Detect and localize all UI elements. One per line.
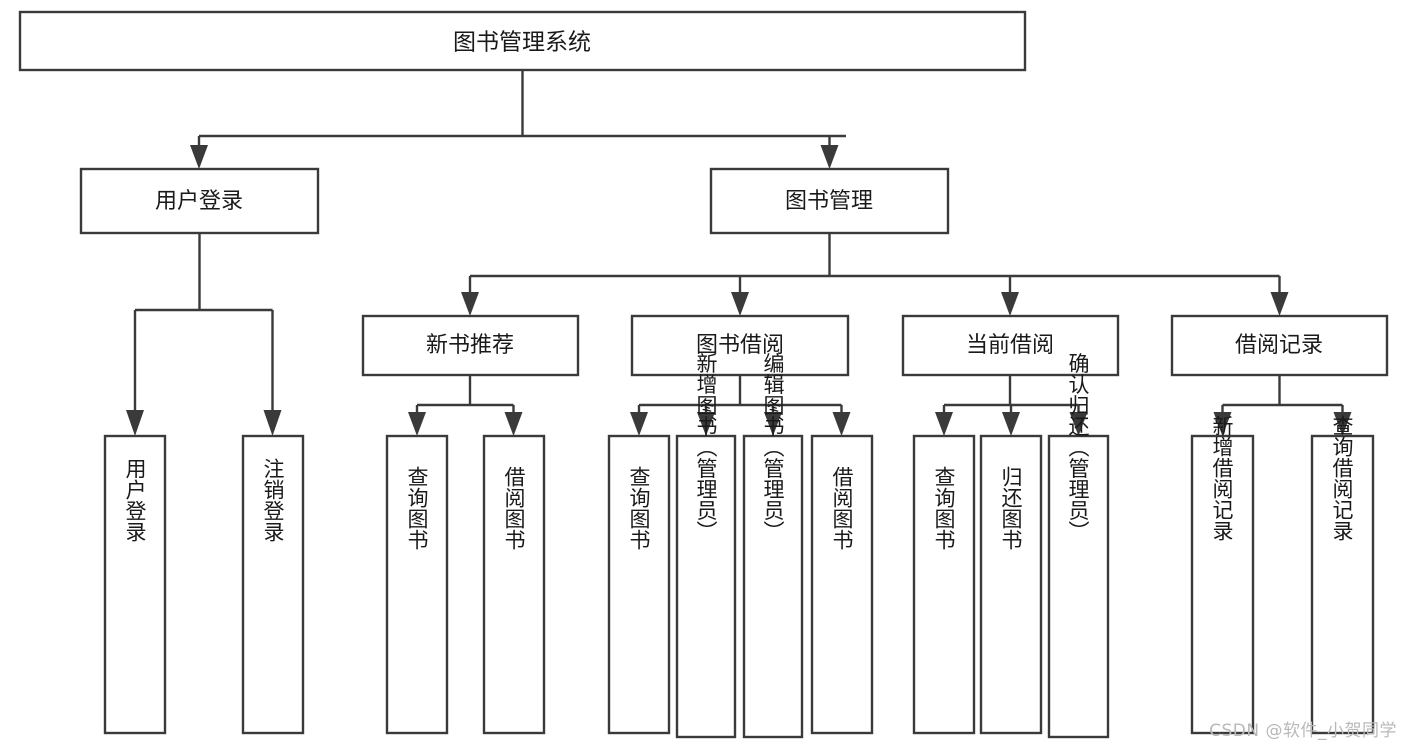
node-borrow-record[interactable]: 借阅记录 — [1170, 314, 1389, 377]
node-user-login[interactable]: 用户登录 — [79, 167, 320, 235]
leaf-user-login-box[interactable] — [103, 434, 167, 735]
arrow-head-leaf-query-record — [1333, 412, 1352, 436]
leaf-query-record-box[interactable] — [1310, 434, 1375, 735]
leaf-borrow-book-2[interactable]: 借阅图书 — [810, 434, 874, 735]
leaf-borrow-book-2-label: 借阅图书 — [830, 466, 854, 550]
leaf-add-book[interactable]: 新增图书（管理员） — [675, 353, 737, 739]
node-user-login-label: 用户登录 — [155, 189, 243, 214]
node-current-borrow-label: 当前借阅 — [966, 333, 1054, 358]
leaf-user-login-label: 用户登录 — [123, 458, 147, 542]
node-book-management-label: 图书管理 — [785, 189, 873, 214]
leaf-borrow-book-1-label: 借阅图书 — [502, 466, 526, 550]
leaf-query-book-1[interactable]: 查询图书 — [385, 434, 449, 735]
leaf-add-record-label: 新增借阅记录 — [1210, 415, 1234, 541]
leaf-query-book-2-box[interactable] — [607, 434, 671, 735]
arrow-head-user-login — [190, 145, 208, 169]
arrow-head-leaf-confirm-return — [1069, 412, 1088, 436]
leaf-query-book-1-label: 查询图书 — [405, 466, 429, 550]
leaf-query-book-2[interactable]: 查询图书 — [607, 434, 671, 735]
leaf-user-logout-box[interactable] — [241, 434, 305, 735]
leaf-query-book-3-label: 查询图书 — [932, 466, 956, 550]
leaf-query-record-label: 查询借阅记录 — [1330, 415, 1354, 541]
leaf-borrow-book-2-box[interactable] — [810, 434, 874, 735]
arrow-head-leaf-return-book — [1002, 412, 1020, 436]
node-root[interactable]: 图书管理系统 — [18, 10, 1027, 72]
leaf-edit-book-box[interactable] — [742, 434, 804, 739]
leaf-user-login[interactable]: 用户登录 — [103, 434, 167, 735]
arrow-head-leaf-borrow-book-1 — [504, 412, 523, 436]
leaf-query-record[interactable]: 查询借阅记录 — [1310, 415, 1375, 735]
arrow-head-leaf-query-book-3 — [935, 412, 953, 436]
node-current-borrow[interactable]: 当前借阅 — [901, 314, 1120, 377]
arrow-head-leaf-add-record — [1213, 412, 1232, 436]
node-new-book-recommend-label: 新书推荐 — [426, 333, 514, 358]
node-new-book-recommend-box[interactable] — [361, 314, 580, 377]
leaf-return-book[interactable]: 归还图书 — [979, 434, 1043, 735]
connector-layer — [126, 70, 1352, 436]
leaf-edit-book[interactable]: 编辑图书（管理员） — [742, 353, 804, 739]
node-book-borrow-label: 图书借阅 — [696, 333, 784, 358]
leaf-confirm-return-label: 确认归还（管理员） — [1066, 353, 1090, 542]
leaf-edit-book-label: 编辑图书（管理员） — [761, 353, 785, 542]
node-root-label: 图书管理系统 — [453, 30, 591, 56]
leaf-query-book-2-label: 查询图书 — [627, 466, 651, 550]
leaf-add-book-label: 新增图书（管理员） — [694, 353, 718, 542]
arrow-head-leaf-query-book-2 — [630, 412, 648, 436]
node-borrow-record-box[interactable] — [1170, 314, 1389, 377]
leaf-confirm-return[interactable]: 确认归还（管理员） — [1047, 353, 1110, 739]
node-book-management-box[interactable] — [709, 167, 950, 235]
leaf-add-book-box[interactable] — [675, 434, 737, 739]
node-book-borrow-box[interactable] — [630, 314, 850, 377]
leaf-user-logout-label: 注销登录 — [261, 458, 285, 542]
node-current-borrow-box[interactable] — [901, 314, 1120, 377]
arrow-head-book-management — [820, 145, 839, 169]
arrow-head-leaf-edit-book — [764, 412, 782, 436]
leaf-query-book-1-box[interactable] — [385, 434, 449, 735]
leaf-query-book-3-box[interactable] — [912, 434, 976, 735]
node-borrow-record-label: 借阅记录 — [1235, 333, 1323, 358]
leaf-borrow-book-1-box[interactable] — [482, 434, 546, 735]
arrow-head-new-book-recommend — [461, 292, 479, 316]
arrow-head-leaf-borrow-book-2 — [832, 412, 851, 436]
arrow-head-current-borrow — [1001, 292, 1019, 316]
leaf-add-record-box[interactable] — [1190, 434, 1255, 735]
leaf-return-book-label: 归还图书 — [999, 466, 1023, 550]
arrow-head-book-borrow — [731, 292, 749, 316]
csdn-watermark: CSDN @软件_小贺同学 — [1209, 721, 1397, 741]
node-book-borrow[interactable]: 图书借阅 — [630, 314, 850, 377]
node-book-management[interactable]: 图书管理 — [709, 167, 950, 235]
leaf-user-logout[interactable]: 注销登录 — [241, 434, 305, 735]
arrow-head-leaf-query-book-1 — [408, 412, 426, 436]
leaf-confirm-return-box[interactable] — [1047, 434, 1110, 739]
leaf-query-book-3[interactable]: 查询图书 — [912, 434, 976, 735]
node-new-book-recommend[interactable]: 新书推荐 — [361, 314, 580, 377]
arrow-head-leaf-user-logout — [263, 410, 282, 436]
node-root-box[interactable] — [18, 10, 1027, 72]
leaf-add-record[interactable]: 新增借阅记录 — [1190, 415, 1255, 735]
node-user-login-box[interactable] — [79, 167, 320, 235]
arrow-head-leaf-user-login — [126, 410, 144, 436]
arrow-head-leaf-add-book — [697, 412, 715, 436]
leaf-borrow-book-1[interactable]: 借阅图书 — [482, 434, 546, 735]
arrow-head-borrow-record — [1270, 292, 1289, 316]
leaf-return-book-box[interactable] — [979, 434, 1043, 735]
